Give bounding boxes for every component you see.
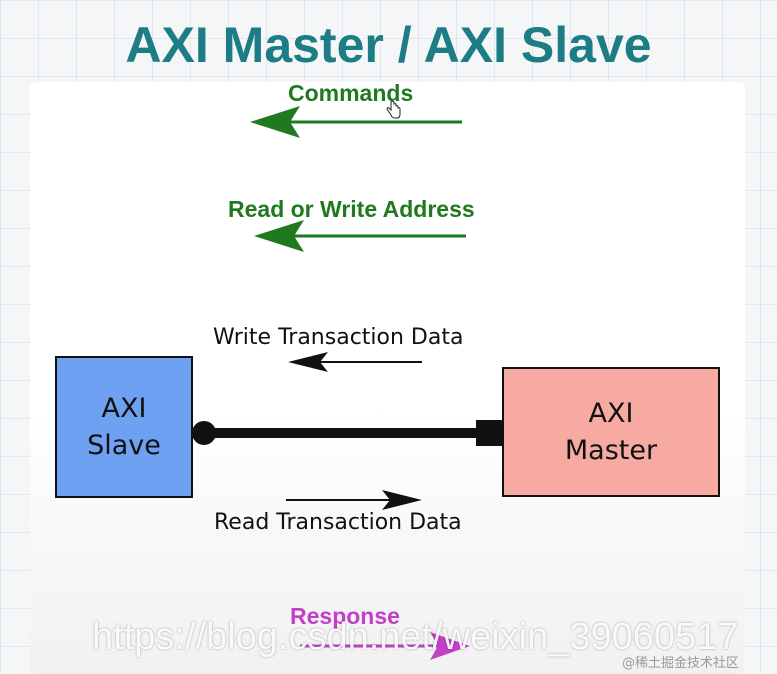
axi-slave-box: AXI Slave (55, 356, 193, 498)
hand-cursor-icon (386, 101, 401, 119)
axi-bus-line (192, 420, 504, 446)
source-watermark: @稀土掘金技术社区 (622, 656, 740, 671)
read-data-arrow (286, 490, 422, 510)
axi-master-line2: Master (564, 435, 658, 466)
axi-slave-line1: AXI (101, 393, 147, 424)
axi-master-box: AXI Master (502, 367, 720, 497)
address-arrow (254, 220, 466, 252)
response-arrow (300, 632, 470, 660)
commands-arrow (250, 106, 462, 138)
write-data-arrow (288, 352, 422, 372)
response-label: Response (290, 603, 400, 629)
page-title: AXI Master / AXI Slave (125, 17, 652, 73)
write-transaction-data-label: Write Transaction Data (213, 325, 464, 350)
read-write-address-label: Read or Write Address (228, 196, 475, 222)
csdn-url-watermark: https://blog.csdn.net/weixin_39060517 (92, 616, 739, 658)
axi-master-line1: AXI (588, 398, 634, 429)
read-transaction-data-label: Read Transaction Data (214, 510, 462, 535)
axi-slave-line2: Slave (87, 430, 161, 461)
